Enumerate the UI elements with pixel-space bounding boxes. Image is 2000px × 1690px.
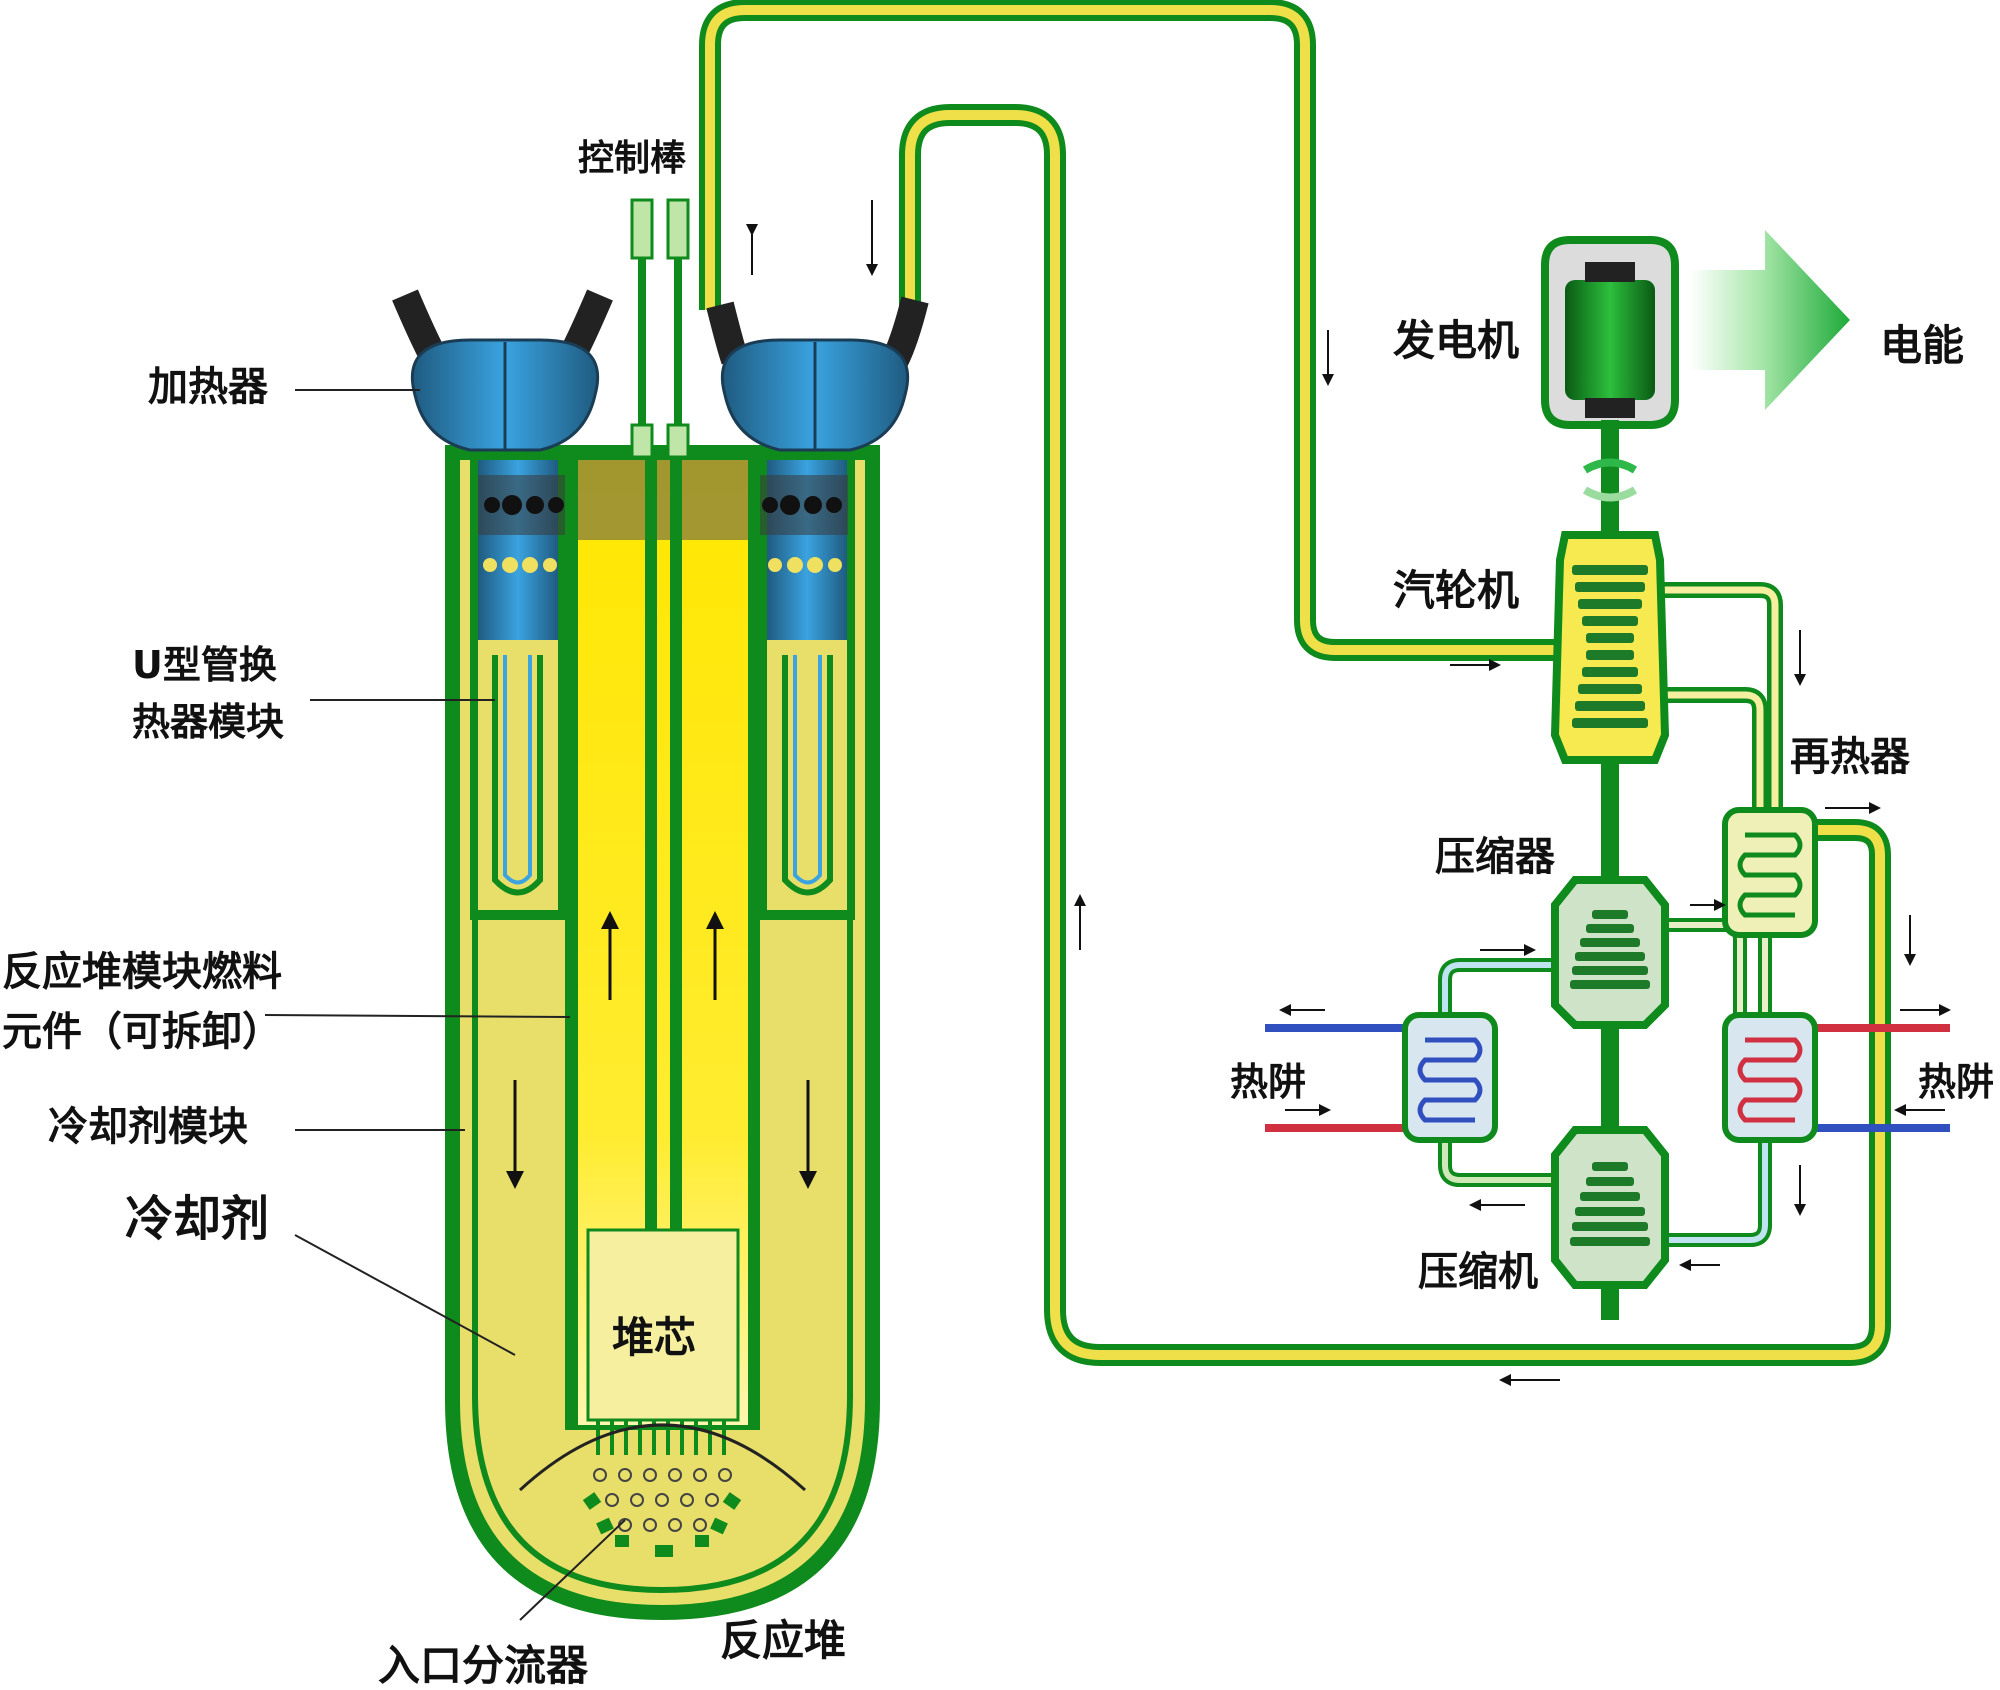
turbine-reheater-pipes — [1660, 582, 1783, 815]
compressor-upper — [1551, 876, 1669, 1029]
hot-gas-pipe — [699, 0, 1560, 661]
inlet-splitter — [518, 1423, 807, 1557]
label-compressor-upper: 压缩器 — [1435, 834, 1556, 880]
core-block — [586, 1228, 740, 1455]
label-fuel-line1: 反应堆模块燃料 — [2, 949, 282, 995]
label-u-tube-line1: U型管换 — [132, 643, 277, 687]
heater-head-right — [706, 296, 929, 452]
reactor-flow-arrows — [506, 200, 878, 1189]
label-coolant: 冷却剂 — [125, 1191, 269, 1247]
intercooler-left — [1402, 1012, 1498, 1143]
heater-head-left — [392, 289, 613, 452]
generator — [1541, 236, 1679, 429]
fuel-module — [565, 455, 760, 1430]
label-heat-sink-left: 热阱 — [1230, 1060, 1306, 1104]
intercooler-right — [1722, 1012, 1818, 1143]
label-compressor-lower: 压缩机 — [1418, 1249, 1538, 1295]
label-u-tube-line2: 热器模块 — [132, 700, 284, 744]
label-reactor: 反应堆 — [720, 1616, 846, 1665]
cycle-flow-arrows — [1074, 330, 1951, 1386]
label-heater: 加热器 — [148, 364, 269, 410]
label-heat-sink-right: 热阱 — [1918, 1060, 1994, 1104]
label-reheater: 再热器 — [1790, 734, 1911, 780]
label-fuel-line2: 元件（可拆卸） — [2, 1009, 282, 1055]
heat-sink-water-lines — [1265, 1024, 1950, 1132]
label-core: 堆芯 — [612, 1313, 696, 1362]
label-control-rod: 控制棒 — [578, 138, 687, 179]
compressor-lower — [1551, 1126, 1669, 1289]
return-gas-pipe — [899, 104, 1891, 1366]
electricity-arrow — [1690, 230, 1850, 410]
control-rods — [630, 198, 690, 459]
label-inlet-splitter: 入口分流器 — [378, 1641, 589, 1685]
turbine — [1550, 531, 1670, 764]
label-turbine: 汽轮机 — [1393, 566, 1519, 615]
label-generator: 发电机 — [1393, 316, 1519, 365]
label-electricity: 电能 — [1880, 321, 1964, 370]
reheater — [1722, 807, 1818, 938]
label-coolant-module: 冷却剂模块 — [48, 1104, 248, 1150]
leader-lines — [264, 389, 626, 1621]
rotation-arrow — [1582, 458, 1638, 502]
